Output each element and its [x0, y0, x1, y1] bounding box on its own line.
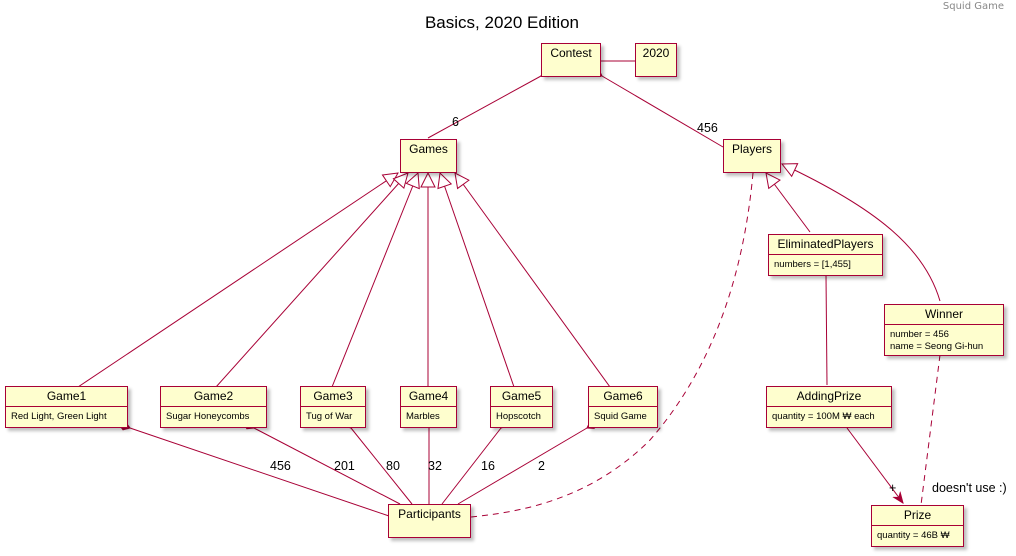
- participants-object[interactable]: Participants: [388, 504, 471, 538]
- winner-attr-number: number = 456: [890, 329, 949, 340]
- prize-attr: quantity = 46B ₩: [872, 525, 963, 542]
- players-name: Players: [731, 142, 772, 156]
- game2-object[interactable]: Game2 Sugar Honeycombs: [160, 386, 267, 428]
- game1-attr: Red Light, Green Light: [6, 406, 127, 423]
- winner-attrs: number = 456 name = Seong Gi-hun: [885, 324, 1003, 353]
- header-caption: Squid Game: [942, 1, 1004, 12]
- game4-multiplicity: 32: [428, 459, 442, 473]
- prize-object[interactable]: Prize quantity = 46B ₩: [871, 505, 964, 547]
- participants-name: Participants: [398, 507, 461, 521]
- contest-name: Contest: [550, 46, 592, 60]
- prize-name: Prize: [903, 508, 932, 522]
- game3-participants-link: [342, 417, 413, 505]
- game5-multiplicity: 16: [481, 459, 495, 473]
- game3-generalization: [331, 173, 418, 388]
- game5-attr: Hopscotch: [491, 406, 552, 423]
- game6-attr: Squid Game: [589, 406, 657, 423]
- game6-participants-link: [457, 420, 599, 505]
- game6-object[interactable]: Game6 Squid Game: [588, 386, 658, 428]
- year-name: 2020: [642, 46, 670, 60]
- winner-object[interactable]: Winner number = 456 name = Seong Gi-hun: [884, 304, 1004, 356]
- eliminated-attr: numbers = [1,455]: [769, 254, 882, 271]
- eliminated-players-object[interactable]: EliminatedPlayers numbers = [1,455]: [768, 234, 883, 276]
- games-object[interactable]: Games: [400, 139, 457, 173]
- eliminated-adding-link: [825, 274, 828, 386]
- game1-generalization: [77, 173, 398, 388]
- game6-name: Game6: [603, 389, 643, 403]
- winner-prize-note: doesn't use :): [932, 481, 1007, 495]
- game4-attr: Marbles: [401, 406, 456, 423]
- diagram-title: Basics, 2020 Edition: [424, 13, 580, 32]
- game1-name: Game1: [46, 389, 87, 403]
- games-multiplicity: 6: [452, 115, 459, 129]
- game2-attr: Sugar Honeycombs: [161, 406, 266, 423]
- game4-object[interactable]: Game4 Marbles: [400, 386, 457, 428]
- game5-name: Game5: [501, 389, 542, 403]
- year-object[interactable]: 2020: [635, 43, 677, 77]
- game4-name: Game4: [408, 389, 449, 403]
- contest-object[interactable]: Contest: [541, 43, 601, 77]
- game1-participants-link: [117, 421, 390, 517]
- eliminated-name: EliminatedPlayers: [777, 237, 874, 251]
- game2-name: Game2: [193, 389, 234, 403]
- contest-games-link: [427, 69, 553, 139]
- game5-generalization: [440, 173, 515, 388]
- adding-attr: quantity = 100M ₩ each: [767, 406, 891, 423]
- game2-generalization: [215, 173, 408, 388]
- players-multiplicity: 456: [697, 121, 718, 135]
- game6-generalization: [455, 173, 611, 388]
- game3-object[interactable]: Game3 Tug of War: [300, 386, 366, 428]
- game5-object[interactable]: Game5 Hopscotch: [490, 386, 553, 428]
- winner-attr-name: name = Seong Gi-hun: [890, 341, 984, 352]
- prize-multiplicity: +: [889, 481, 897, 495]
- game1-multiplicity: 456: [270, 459, 291, 473]
- game6-multiplicity: 2: [538, 459, 545, 473]
- contest-players-link: [590, 68, 724, 148]
- adding-name: AddingPrize: [796, 389, 862, 403]
- adding-prize-object[interactable]: AddingPrize quantity = 100M ₩ each: [766, 386, 892, 428]
- eliminated-generalization: [766, 173, 811, 233]
- games-name: Games: [409, 142, 448, 156]
- players-object[interactable]: Players: [723, 139, 781, 173]
- game3-name: Game3: [313, 389, 353, 403]
- game3-attr: Tug of War: [301, 406, 365, 423]
- game3-multiplicity: 80: [386, 459, 400, 473]
- winner-generalization: [782, 164, 941, 302]
- adding-prize-link: [846, 427, 903, 503]
- winner-name: Winner: [924, 307, 963, 321]
- game2-multiplicity: 201: [334, 459, 355, 473]
- players-participants-link: [470, 172, 754, 518]
- game2-participants-link: [242, 421, 401, 505]
- winner-prize-link: [920, 354, 941, 506]
- game1-object[interactable]: Game1 Red Light, Green Light: [5, 386, 128, 428]
- game5-participants-link: [441, 417, 509, 505]
